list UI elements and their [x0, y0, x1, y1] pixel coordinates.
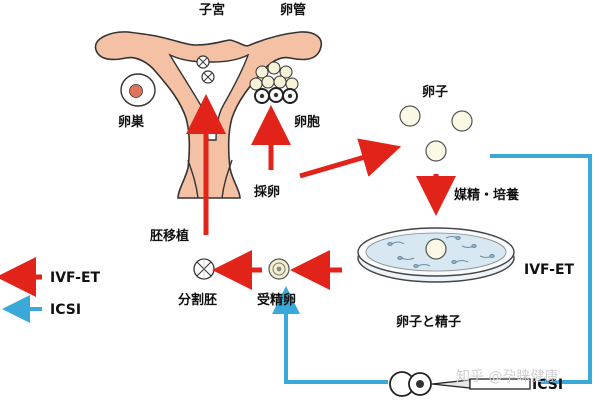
- label-uterus: 子宮: [199, 2, 225, 18]
- label-fallopian-tube: 卵管: [280, 2, 306, 18]
- ivf-arrows: [0, 94, 456, 297]
- fertilized-egg-icon: [268, 258, 290, 280]
- label-egg-and-sperm: 卵子と精子: [396, 314, 461, 330]
- petri-dish: [357, 227, 515, 283]
- icsi-needle-illustration: [389, 371, 531, 397]
- left-ovary-follicle: [129, 84, 143, 98]
- label-icsi: ICSI: [532, 377, 563, 393]
- watermark: 知乎 @孕睐健康: [456, 368, 558, 385]
- label-cleavage-embryo: 分割胚: [178, 292, 217, 308]
- egg-2: [451, 110, 473, 132]
- label-ivf-et-dish: IVF-ET: [524, 262, 575, 278]
- legend-ivf-et-label: IVF-ET: [50, 270, 101, 286]
- label-egg-retrieval: 採卵: [254, 184, 280, 200]
- sperm-cells: [387, 236, 495, 268]
- label-fertilized-egg: 受精卵: [257, 292, 296, 308]
- label-embryo-transfer: 胚移植: [150, 228, 189, 244]
- label-fertilization-culture: 媒精・培養: [454, 187, 519, 203]
- retrieved-eggs: [399, 105, 473, 162]
- cervix: [187, 159, 233, 199]
- egg-3: [425, 140, 447, 162]
- icsi-path-left: [272, 286, 388, 384]
- uterus-egg-1-mark: [198, 57, 208, 67]
- cleavage-embryo-icon: [193, 258, 215, 280]
- label-egg: 卵子: [422, 84, 448, 100]
- icsi-arrows: [2, 154, 592, 384]
- icsi-path-right: [490, 154, 592, 384]
- label-follicle: 卵胞: [294, 114, 320, 130]
- legend-icsi-label: ICSI: [50, 302, 81, 318]
- uterus-egg-2-mark: [203, 72, 213, 82]
- dish-egg: [425, 238, 447, 260]
- follicle-cluster: [249, 61, 299, 104]
- egg-1: [399, 105, 421, 127]
- label-ovary: 卵巣: [118, 114, 145, 130]
- retrieval-to-egg-arrow: [299, 138, 402, 179]
